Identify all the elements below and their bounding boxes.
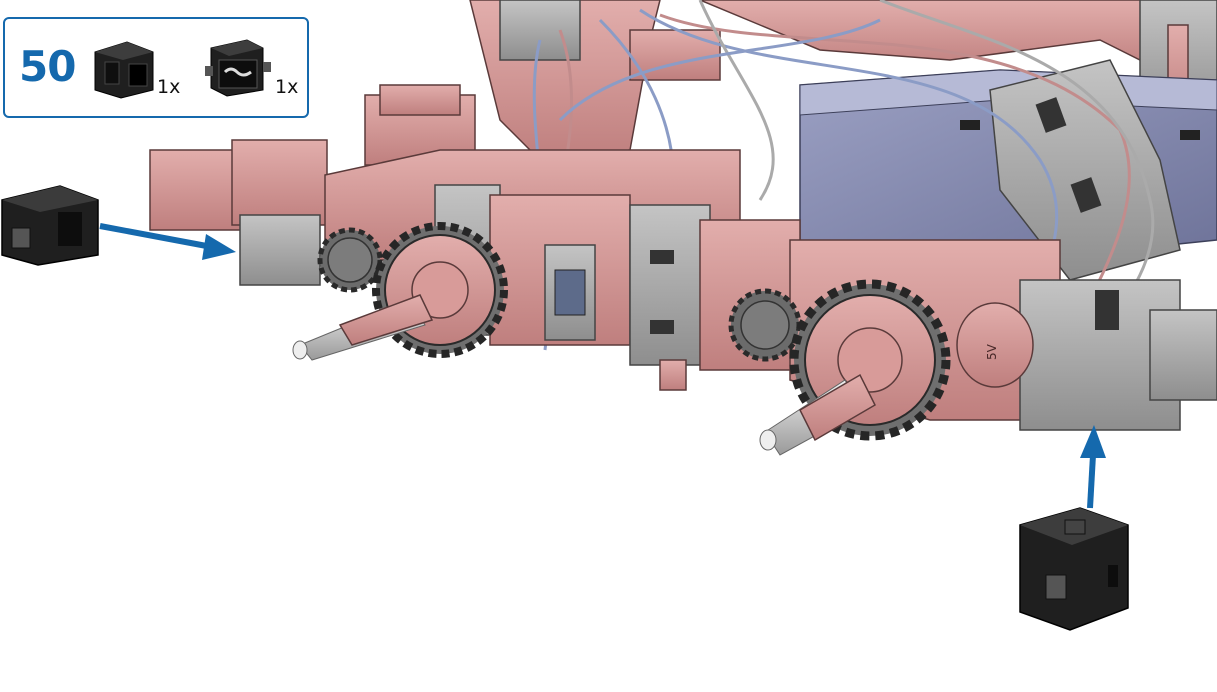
part-1-quantity: 1x (157, 76, 180, 98)
step-parts-panel: 50 1x 1x (3, 17, 309, 118)
step-number: 50 (19, 37, 75, 97)
black-block-bottom-right (1020, 508, 1128, 630)
insert-arrow-up (1080, 425, 1106, 508)
motor: 5V (957, 303, 1033, 387)
insert-arrow-left (100, 226, 236, 260)
left-drive-assembly (293, 226, 504, 360)
black-building-block-icon (91, 38, 157, 100)
part-2-quantity: 1x (275, 76, 298, 98)
black-block-left (2, 186, 98, 265)
motor-label: 5V (985, 343, 999, 360)
black-building-block-with-pins-icon (203, 36, 273, 98)
